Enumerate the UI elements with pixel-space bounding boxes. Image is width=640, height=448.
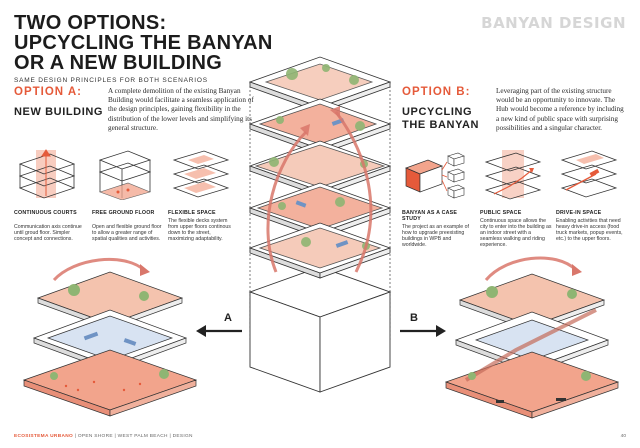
public-space-icon <box>480 148 546 200</box>
option-a-description: A complete demolition of the existing Ba… <box>108 87 254 132</box>
feature-a3-text: The flexible decks system from upper flo… <box>168 218 231 243</box>
feature-b2-title: PUBLIC SPACE <box>480 210 522 216</box>
page-subtitle: SAME DESIGN PRINCIPLES FOR BOTH SCENARIO… <box>14 77 208 84</box>
footer-brand: ECOSISTEMA URBANO <box>14 434 74 439</box>
case-study-icon <box>402 148 468 200</box>
feature-b1-text: The project as an example of how to upgr… <box>402 224 469 249</box>
arrow-left-icon <box>196 324 242 338</box>
continuous-courts-icon <box>14 148 80 200</box>
flexible-space-icon <box>168 148 234 200</box>
option-b-label: OPTION B: <box>402 86 471 98</box>
title-line-3: OR A NEW BUILDING <box>14 52 223 74</box>
title-line-1: TWO OPTIONS: <box>14 12 167 34</box>
option-b-name-line-2: THE BANYAN <box>402 119 480 131</box>
footer: ECOSISTEMA URBANO | OPEN SHORE | WEST PA… <box>14 434 193 439</box>
option-b-axonometric <box>436 250 626 430</box>
central-exploded-axonometric <box>236 42 404 432</box>
feature-b2-text: Continuous space allows the city to ente… <box>480 218 552 249</box>
option-b-name-line-1: UPCYCLING <box>402 106 473 118</box>
feature-b3-text: Enabling activities that need heavy driv… <box>556 218 623 243</box>
arrow-b-letter: B <box>410 312 418 324</box>
feature-a3-title: FLEXIBLE SPACE <box>168 210 216 216</box>
banner-title: BANYAN DESIGN <box>481 14 626 32</box>
feature-a1-title: CONTINUOUS COURTS <box>14 210 77 216</box>
feature-a2-title: FREE GROUND FLOOR <box>92 210 155 216</box>
feature-a2-text: Open and flexible ground floor to allow … <box>92 224 162 243</box>
feature-b3-title: DRIVE-IN SPACE <box>556 210 602 216</box>
page-number: 40 <box>620 434 626 439</box>
title-line-2: UPCYCLING THE BANYAN <box>14 32 273 54</box>
option-b-description: Leveraging part of the existing structur… <box>496 87 624 132</box>
option-a-name: NEW BUILDING <box>14 106 104 118</box>
free-ground-floor-icon <box>92 148 158 200</box>
option-a-axonometric <box>14 250 204 430</box>
option-a-label: OPTION A: <box>14 86 82 98</box>
arrow-right-icon <box>400 324 446 338</box>
arrow-a-letter: A <box>224 312 232 324</box>
feature-a1-text: Communication axis continue until groud … <box>14 224 82 243</box>
feature-b1-title: BANYAN AS A CASE STUDY <box>402 210 458 223</box>
footer-text: | OPEN SHORE | WEST PALM BEACH | DESIGN <box>73 434 193 439</box>
drive-in-space-icon <box>556 148 622 200</box>
option-b-name: UPCYCLING THE BANYAN <box>402 106 479 132</box>
page-title: TWO OPTIONS: UPCYCLING THE BANYAN OR A N… <box>14 12 273 74</box>
